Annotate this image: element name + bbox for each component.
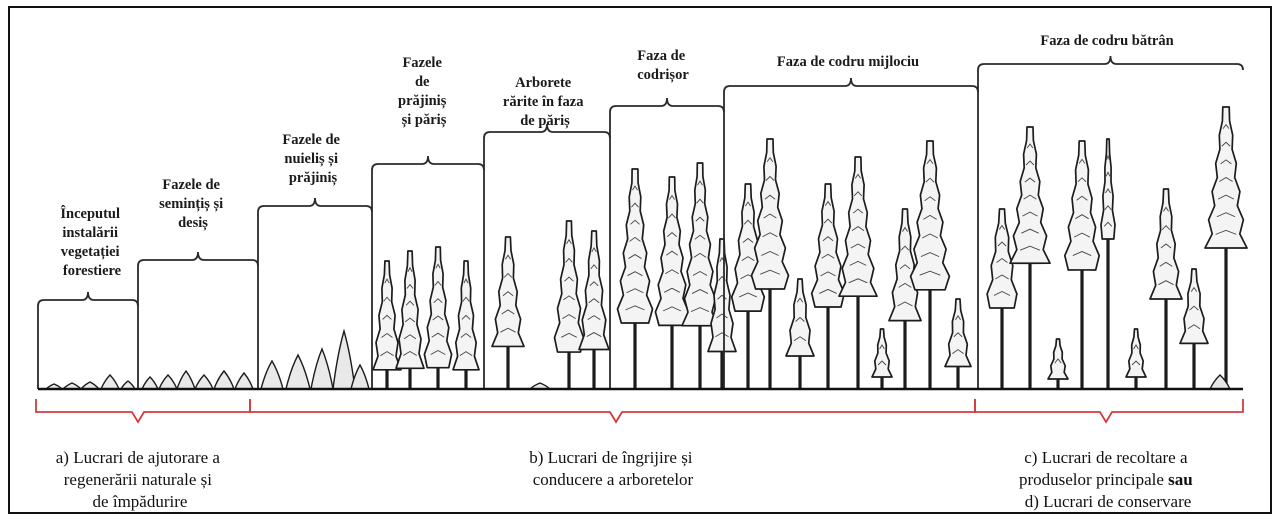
phase-bracket-inceput [37, 291, 139, 389]
work-bracket-b [249, 399, 976, 424]
phase-label-mijlociu: Faza de codru mijlociu [777, 54, 919, 70]
conifer-tree [1125, 328, 1147, 389]
conifer-tree [491, 236, 525, 389]
seedling-shrub [310, 347, 334, 390]
conifer-tree [707, 238, 737, 389]
seedling-shrub [193, 373, 215, 390]
conifer-tree [1204, 106, 1248, 389]
phase-label-rarite: Arborete rărite în faza de păriș [503, 75, 587, 129]
conifer-tree [578, 230, 610, 389]
seedling-shrub [176, 369, 196, 390]
seedling-shrub [285, 353, 311, 390]
work-bracket-c [974, 399, 1244, 424]
phase-brackets [37, 55, 1244, 389]
conifer-tree [986, 208, 1018, 389]
seedling-shrub [99, 373, 121, 390]
conifer-tree [553, 220, 585, 389]
seedling-shrub [332, 328, 356, 390]
conifer-tree [423, 246, 453, 389]
seedling-shrub [157, 373, 179, 390]
seedling-shrub [61, 382, 83, 390]
conifer-tree [1100, 138, 1116, 389]
conifer-tree [750, 138, 790, 389]
seedling-shrub [350, 363, 370, 390]
phase-bracket-semintis [137, 251, 259, 389]
conifer-tree [909, 140, 951, 389]
conifer-tree [838, 156, 878, 389]
phase-bracket-rarite [483, 123, 611, 389]
conifer-tree [944, 298, 972, 389]
phase-label-prajinis: Fazele de prăjiniș și păriș [398, 55, 450, 128]
seedling-shrub [233, 371, 255, 390]
conifer-tree [681, 162, 719, 389]
seedling-shrub [528, 382, 552, 390]
trees-layer [44, 106, 1248, 390]
phase-bracket-batran [977, 55, 1244, 389]
phase-label-inceput: Începutul instalării vegetației forestie… [60, 205, 123, 279]
seedling-shrub [79, 381, 101, 390]
seedling-shrub [260, 359, 284, 390]
phase-label-nuielis: Fazele de nuieliș și prăjiniș [282, 132, 343, 186]
conifer-tree [1047, 338, 1069, 389]
phase-label-semintis: Fazele de semințiș și desiș [159, 177, 227, 231]
diagram-frame: Începutul instalării vegetației forestie… [8, 6, 1272, 514]
seedling-shrub [119, 380, 137, 390]
conifer-tree [1063, 140, 1101, 389]
phase-bracket-codrisor [609, 97, 725, 389]
seedling-shrub [140, 376, 160, 390]
conifer-tree [871, 328, 893, 389]
work-label-b: b) Lucrari de îngrijire și conducere a a… [529, 448, 697, 489]
phase-bracket-nuielis [257, 197, 373, 389]
conifer-tree [1179, 268, 1209, 389]
conifer-tree [785, 278, 815, 389]
work-label-a: a) Lucrari de ajutorare a regenerării na… [56, 448, 224, 511]
seedling-shrub [212, 369, 236, 390]
conifer-tree [654, 176, 690, 389]
conifer-tree [888, 208, 922, 389]
phase-label-batran: Faza de codru bătrân [1040, 33, 1173, 49]
conifer-tree [810, 183, 846, 389]
forest-development-diagram: Începutul instalării vegetației forestie… [35, 33, 1248, 511]
conifer-tree [372, 260, 402, 389]
phase-label-codrisor: Faza de codrișor [637, 48, 689, 83]
phase-bracket-mijlociu [723, 77, 979, 389]
conifer-tree [1009, 126, 1051, 389]
seedling-shrub [1208, 374, 1232, 390]
conifer-tree [616, 168, 654, 389]
conifer-tree [452, 260, 480, 389]
work-label-c: c) Lucrari de recoltare a produselor pri… [1019, 448, 1197, 511]
phase-bracket-prajinis [371, 155, 485, 389]
work-bracket-a [35, 399, 251, 424]
conifer-tree [1149, 188, 1183, 389]
conifer-tree [395, 250, 425, 389]
